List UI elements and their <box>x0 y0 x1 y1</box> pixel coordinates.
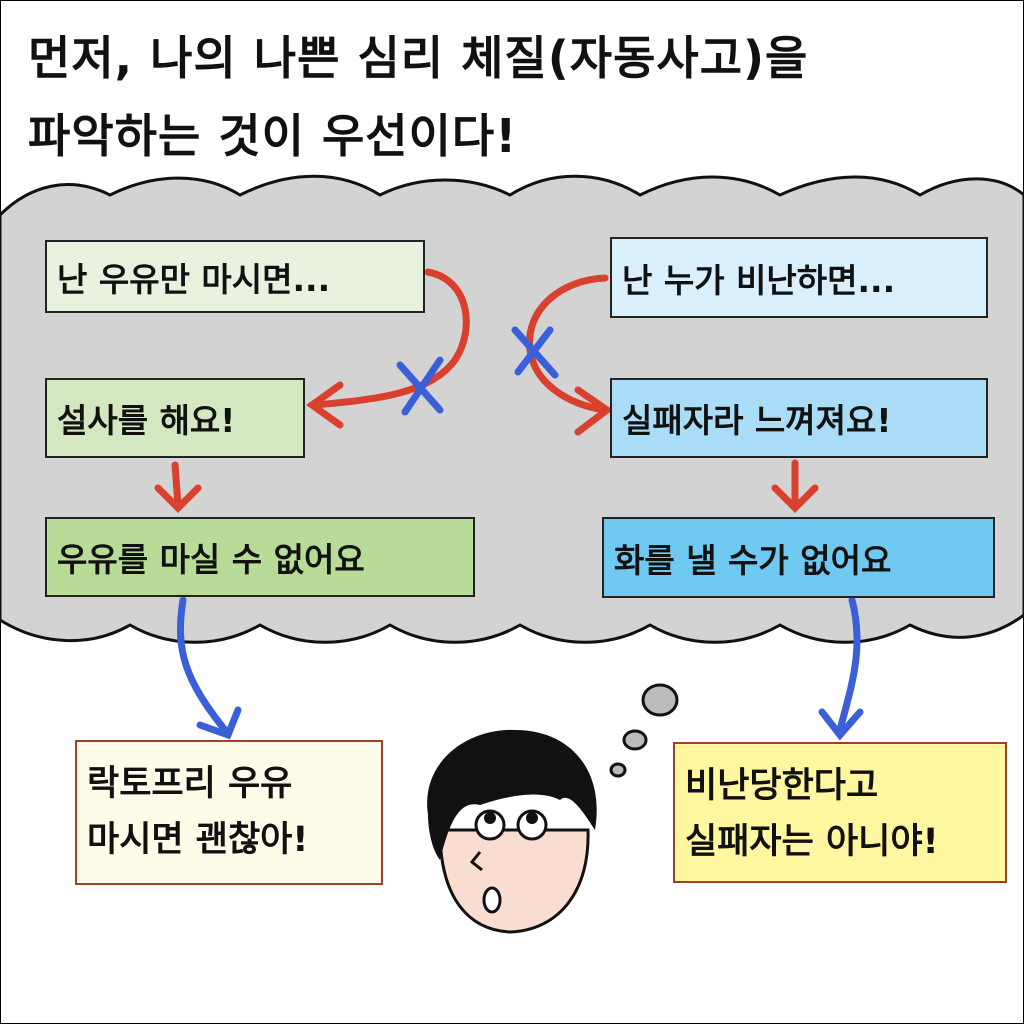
title-line-1: 먼저, 나의 나쁜 심리 체질(자동사고)을 <box>28 31 809 85</box>
left-solution-line-1: 락토프리 우유 <box>87 764 293 804</box>
left-trigger-box: 난 우유만 마시면... <box>45 240 425 313</box>
right-solution-note: 비난당한다고 실패자는 아니야! <box>673 742 1007 883</box>
thought-bubble-large <box>641 683 679 717</box>
title-line-2: 파악하는 것이 우선이다! <box>28 109 518 163</box>
arrow-blue-left-head <box>196 706 242 740</box>
left-solution-line-2: 마시면 괜찮아! <box>87 820 309 860</box>
right-trigger-box: 난 누가 비난하면... <box>610 237 988 318</box>
left-solution-note: 락토프리 우유 마시면 괜찮아! <box>75 740 383 885</box>
cross-blue-left-icon <box>396 356 444 416</box>
thought-bubble-small <box>609 762 627 778</box>
right-reaction-box: 실패자라 느껴져요! <box>610 378 988 458</box>
arrow-red-left-curve <box>311 268 470 409</box>
right-solution-line-2: 실패자는 아니야! <box>685 822 939 862</box>
arrow-blue-right-head <box>818 708 864 741</box>
right-result-box: 화를 낼 수가 없어요 <box>602 517 995 598</box>
arrow-red-right-head <box>574 386 613 436</box>
right-solution-line-1: 비난당한다고 <box>685 766 879 806</box>
arrow-red-left-head <box>305 381 344 429</box>
arrow-red-down-left <box>154 461 202 513</box>
left-reaction-box: 설사를 해요! <box>45 378 305 458</box>
thought-bubble-medium <box>622 729 648 751</box>
arrow-blue-left <box>176 596 229 734</box>
thinking-face-illustration <box>427 729 597 934</box>
arrow-red-down-right <box>771 459 819 513</box>
left-result-box: 우유를 마실 수 없어요 <box>45 517 475 597</box>
arrow-blue-right <box>836 596 861 734</box>
cross-blue-right-icon <box>511 326 559 379</box>
